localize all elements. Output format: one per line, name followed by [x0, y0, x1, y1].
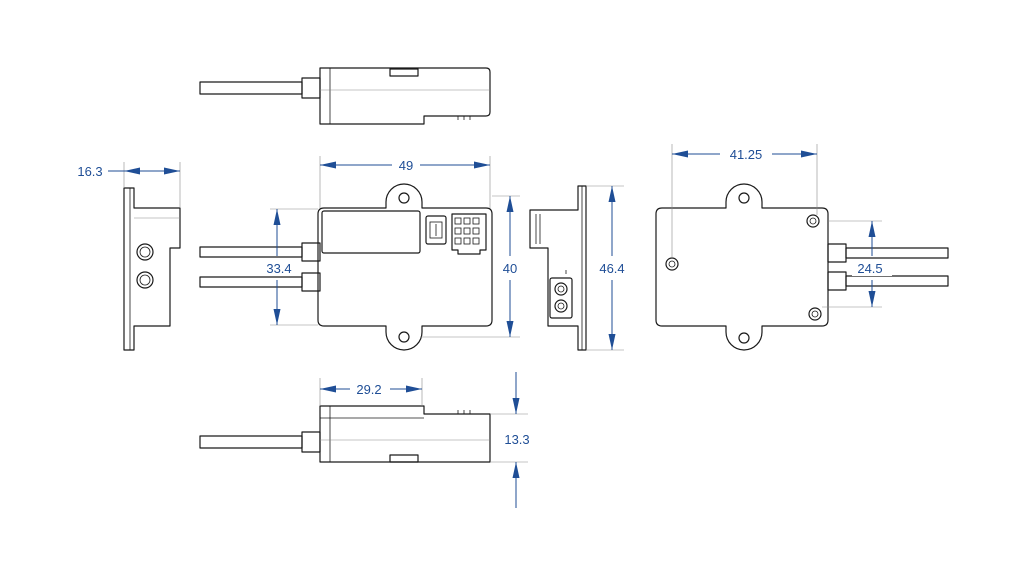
- dim-label-49: 49: [399, 158, 413, 173]
- rear-hole-left: [665, 257, 679, 271]
- rear-view: [655, 183, 949, 351]
- bottom-tab: [389, 454, 419, 463]
- left-side-view: [123, 187, 181, 351]
- right-side-view: [529, 185, 587, 351]
- front-boot-upper: [301, 242, 321, 262]
- front-mount-hole-bottom: [398, 331, 410, 343]
- front-boot-lower: [301, 272, 321, 292]
- dim-height-40: 40: [420, 195, 520, 338]
- left-side-body: [123, 187, 181, 351]
- right-side-port-lower: [554, 299, 568, 313]
- dim-spacing-33-4: 33.4: [260, 208, 318, 326]
- rear-mount-hole-bottom: [738, 332, 750, 344]
- front-small-connector: [425, 215, 447, 245]
- rear-hole-top-right: [806, 214, 820, 228]
- top-view-body: [319, 67, 491, 125]
- right-side-body: [529, 185, 587, 351]
- bottom-body: [319, 405, 491, 463]
- top-view-cable-boot: [301, 77, 321, 99]
- dim-label-16-3: 16.3: [77, 164, 102, 179]
- rear-boot-lower: [827, 271, 847, 291]
- dim-label-41-25: 41.25: [730, 147, 763, 162]
- front-label-area: [321, 210, 421, 254]
- front-view: [199, 183, 493, 351]
- rear-body: [655, 183, 829, 351]
- dim-label-24-5: 24.5: [857, 261, 882, 276]
- dim-height-46-4: 46.4: [586, 185, 625, 351]
- front-cable-lower: [199, 276, 303, 288]
- left-side-port-upper: [136, 243, 154, 261]
- dim-height-13-3: 13.3: [490, 372, 530, 508]
- dim-label-46-4: 46.4: [599, 261, 624, 276]
- dim-label-40: 40: [503, 261, 517, 276]
- top-view-cable: [199, 81, 303, 95]
- top-view: [199, 67, 491, 125]
- rear-boot-upper: [827, 243, 847, 263]
- bottom-cable-boot: [301, 431, 321, 453]
- rear-hole-bottom-right: [808, 307, 822, 321]
- right-side-port-block: [549, 277, 573, 319]
- rear-mount-hole-top: [738, 192, 750, 204]
- front-cable-upper: [199, 246, 303, 258]
- dim-hole-spacing-41-25: 41.25: [671, 144, 818, 258]
- front-body: [317, 183, 493, 351]
- left-side-port-lower: [136, 271, 154, 289]
- dim-width-49: 49: [319, 156, 491, 208]
- bottom-view: [199, 405, 491, 463]
- front-mount-hole-top: [398, 192, 410, 204]
- top-view-tab: [389, 68, 419, 77]
- right-side-port-upper: [554, 282, 568, 296]
- dim-label-33-4: 33.4: [266, 261, 291, 276]
- dim-spacing-24-5: 24.5: [822, 220, 892, 308]
- dim-label-13-3: 13.3: [504, 432, 529, 447]
- front-pin-grid: [454, 217, 480, 245]
- dim-label-29-2: 29.2: [356, 382, 381, 397]
- rear-cable-lower: [845, 275, 949, 287]
- dim-width-29-2: 29.2: [319, 378, 423, 406]
- dim-depth-16-3: 16.3: [77, 162, 181, 208]
- front-pin-header: [451, 213, 487, 255]
- bottom-cable: [199, 435, 303, 449]
- rear-cable-upper: [845, 247, 949, 259]
